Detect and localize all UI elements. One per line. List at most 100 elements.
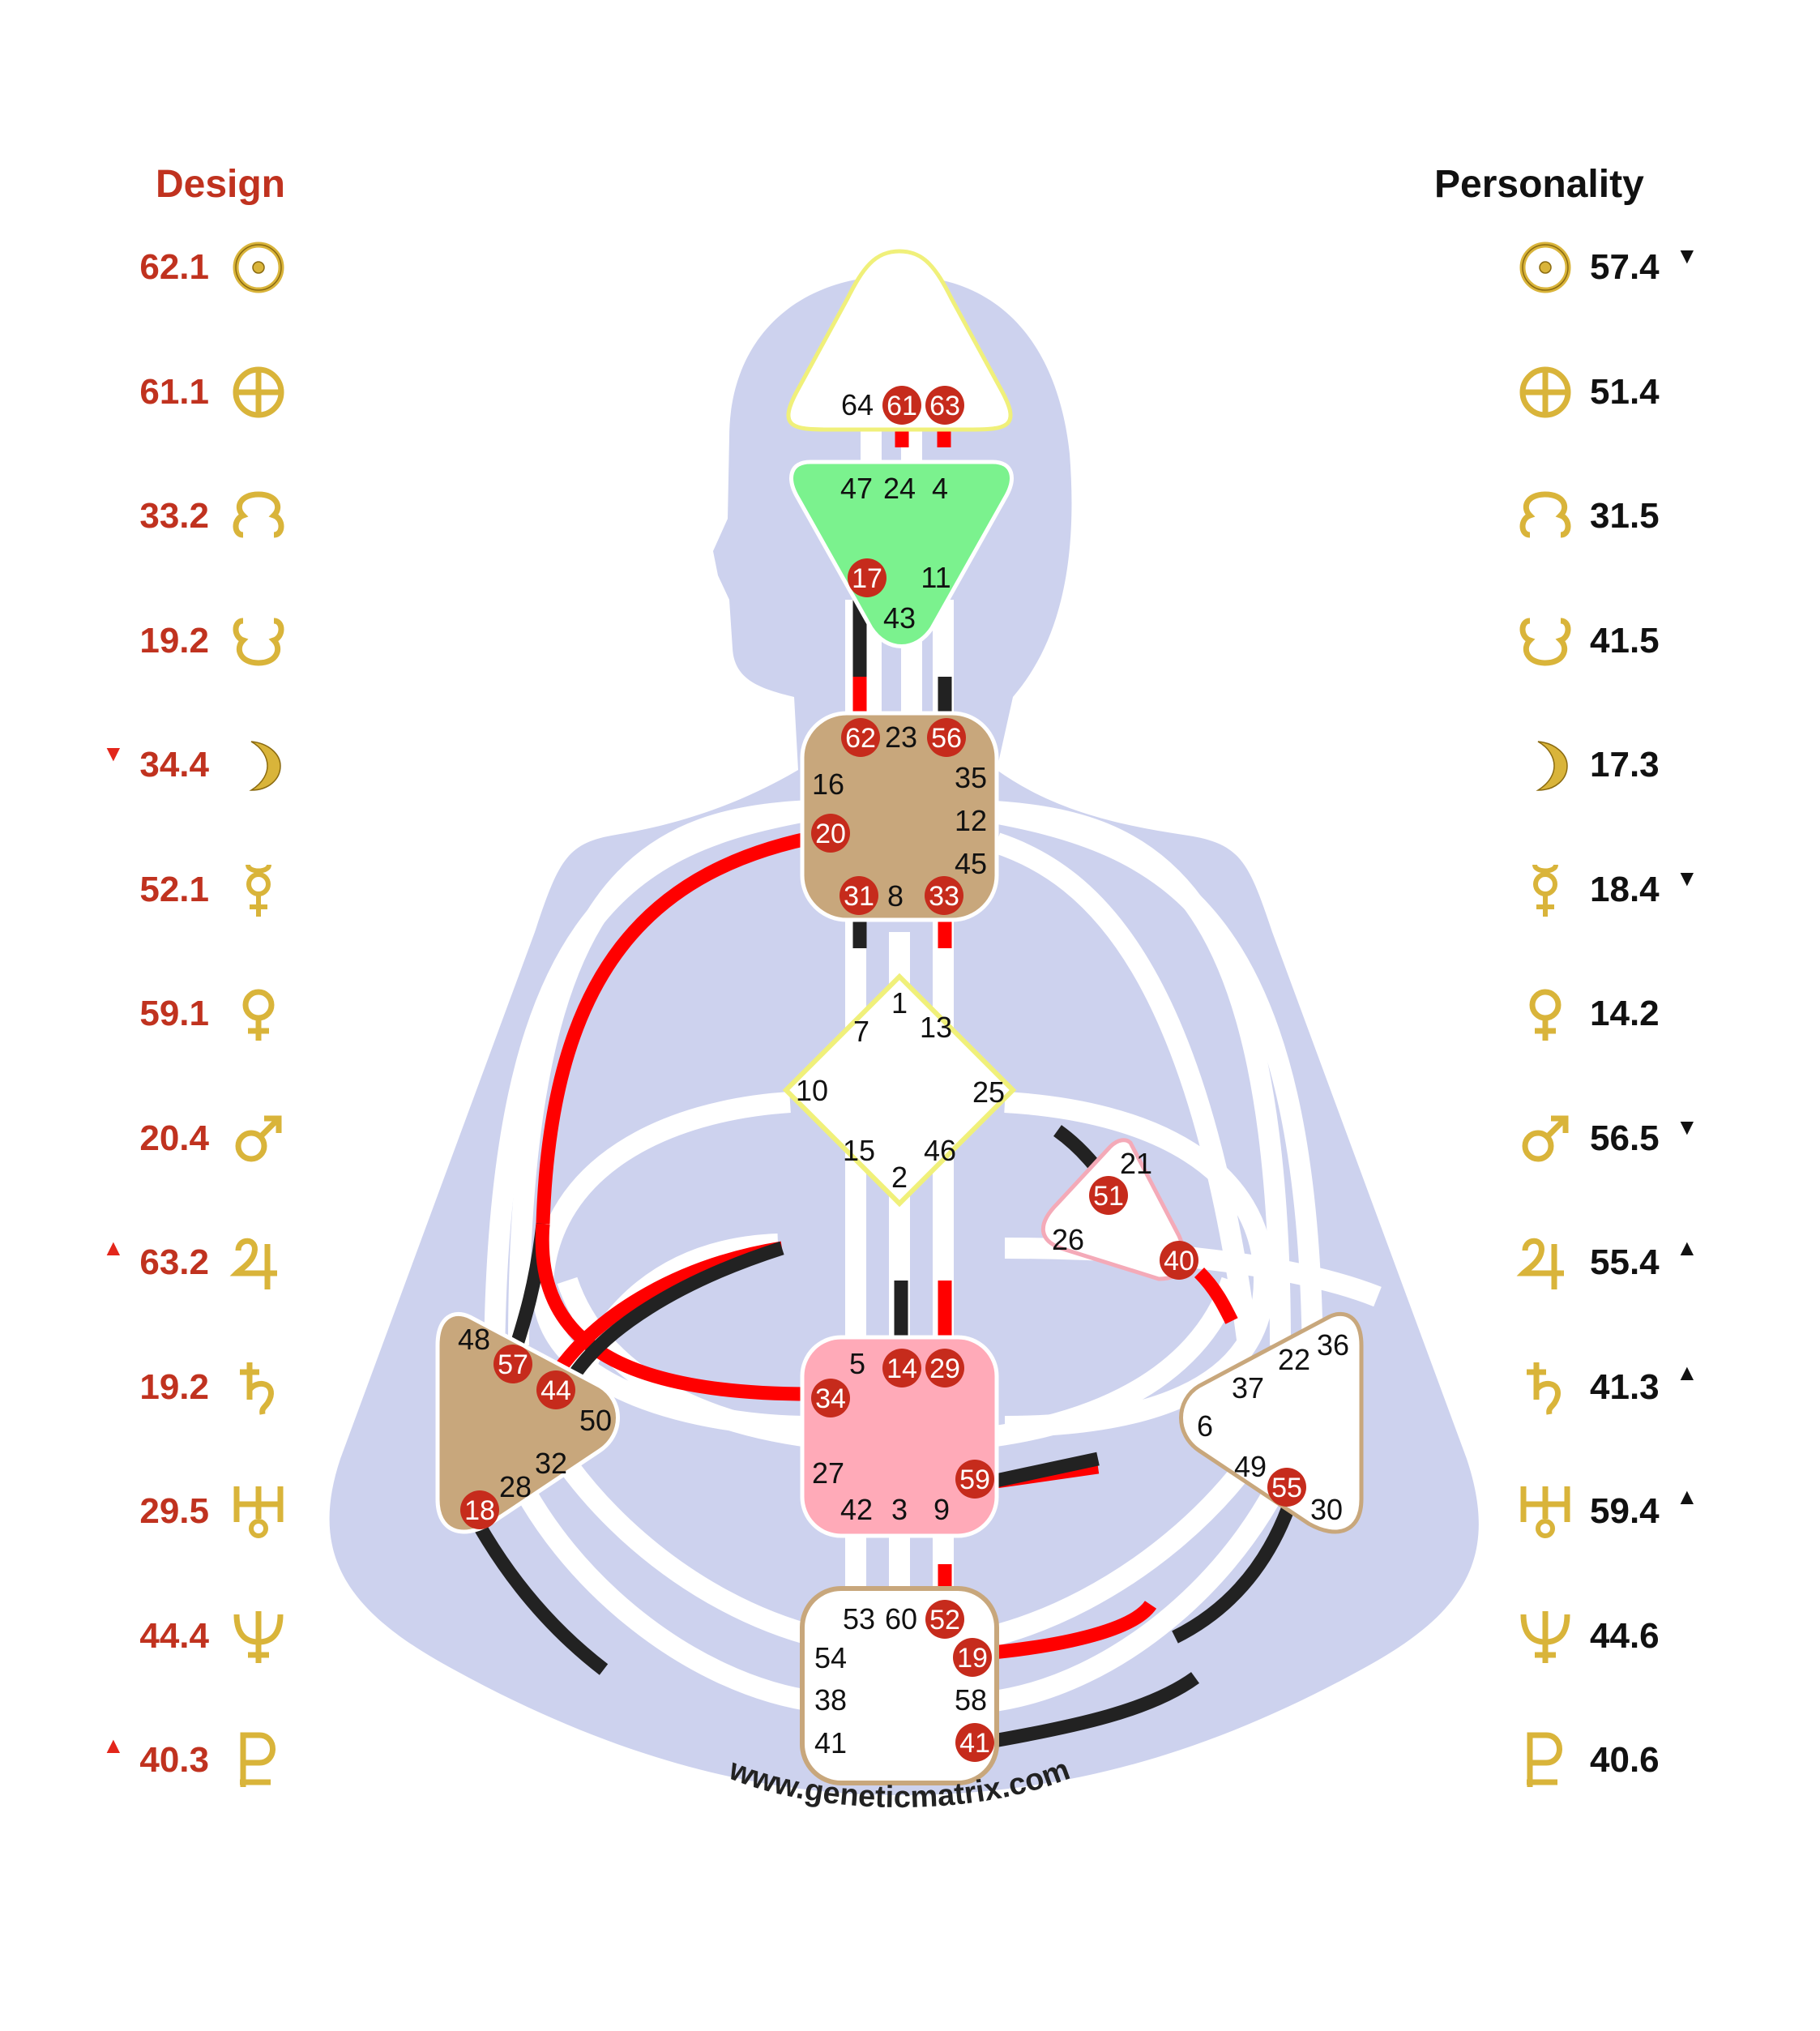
gate-26: 26 [1052, 1223, 1084, 1256]
active-gate-20: 20 [811, 814, 850, 853]
gate-30: 30 [1310, 1493, 1343, 1526]
svg-text:63: 63 [929, 391, 960, 421]
pers-value-earth: 51.4 [1590, 371, 1660, 412]
design-row-pluto: 40.3▲ [0, 1728, 1820, 1793]
design-row-jupiter: 63.2 ▲ [0, 1230, 1820, 1295]
active-channels [472, 425, 1295, 1750]
gate-42: 42 [840, 1493, 873, 1526]
svg-text:29: 29 [929, 1353, 960, 1384]
design-row-venus: 59.1 [0, 981, 1820, 1046]
design-row-south-node: 19.2 [0, 609, 1820, 673]
gate-labels: 64 47 24 4 11 43 23 16 35 12 45 8 1 7 13… [458, 388, 1349, 1759]
saturn-icon [240, 1362, 274, 1415]
svg-text:14: 14 [887, 1353, 917, 1384]
svg-text:57: 57 [498, 1349, 528, 1380]
svg-text:62: 62 [845, 723, 876, 754]
gate-16: 16 [812, 768, 844, 801]
pers-arrow-jupiter: ▲ [1676, 1235, 1698, 1260]
design-value-sun: 62.1 [139, 247, 209, 287]
earth-icon [1519, 366, 1571, 417]
active-gate-41: 41 [955, 1723, 994, 1762]
design-row-mercury: 52.1 [0, 857, 1820, 922]
venus-icon [1529, 989, 1562, 1041]
design-value-jupiter: 63.2 [139, 1242, 209, 1282]
gate-45: 45 [955, 847, 987, 880]
pers-value-south-node: 41.5 [1590, 620, 1660, 661]
pers-value-saturn: 41.3 [1590, 1366, 1660, 1407]
pers-value-venus: 14.2 [1590, 994, 1660, 1033]
pers-row-earth: 51.4 [0, 360, 1820, 425]
gate-25: 25 [972, 1075, 1005, 1109]
svg-text:55: 55 [1271, 1473, 1302, 1503]
pers-arrow-saturn: ▲ [1676, 1359, 1698, 1385]
gate-12: 12 [955, 804, 987, 837]
active-gate-29: 29 [925, 1349, 964, 1387]
design-value-mercury: 52.1 [139, 869, 209, 909]
active-gate-17: 17 [848, 558, 887, 597]
jupiter-icon [229, 1238, 277, 1289]
active-gate-61: 61 [882, 386, 921, 425]
gate-22: 22 [1278, 1343, 1310, 1376]
design-row-moon: 34.4▼ [0, 733, 1820, 797]
design-title: Design [155, 163, 285, 206]
pers-row-south-node: 41.5 [0, 609, 1820, 673]
pers-value-mars: 56.5 [1590, 1118, 1660, 1158]
gate-6: 6 [1197, 1409, 1213, 1443]
pers-value-uranus: 59.4 [1590, 1491, 1660, 1531]
gate-8: 8 [887, 879, 904, 913]
pers-row-mercury: 18.4▼ [0, 857, 1820, 922]
moon-icon [249, 741, 281, 791]
active-gate-40: 40 [1160, 1241, 1198, 1280]
pers-row-venus: 14.2 [0, 981, 1820, 1046]
pers-value-moon: 17.3 [1590, 745, 1660, 785]
spleen-center [435, 1311, 620, 1534]
gate-53: 53 [843, 1602, 875, 1635]
active-gate-55: 55 [1267, 1468, 1306, 1507]
sun-icon [1519, 242, 1571, 293]
pers-value-neptune: 44.6 [1590, 1615, 1660, 1656]
gate-2: 2 [891, 1161, 908, 1194]
svg-text:34: 34 [815, 1383, 846, 1414]
pers-row-moon: 17.3 [0, 733, 1820, 797]
gate-37: 37 [1232, 1371, 1264, 1405]
gate-39: 58 [955, 1683, 987, 1717]
gate-5: 5 [849, 1347, 865, 1380]
pers-row-pluto: 40.6 [0, 1728, 1820, 1793]
gate-32: 32 [535, 1447, 567, 1480]
svg-text:59: 59 [959, 1464, 990, 1495]
north-node-icon [233, 491, 284, 538]
active-gate-57: 57 [493, 1345, 532, 1383]
svg-text:18: 18 [464, 1495, 495, 1526]
pers-row-neptune: 44.6 [0, 1604, 1820, 1669]
pers-row-jupiter: 55.4▲ [0, 1230, 1820, 1295]
pluto-icon [240, 1732, 276, 1787]
pers-row-saturn: 41.3 ▲ [0, 1355, 1820, 1420]
design-row-saturn: 19.2 [0, 1355, 1820, 1420]
design-value-mars: 20.4 [139, 1118, 209, 1158]
gate-4: 4 [932, 472, 948, 505]
svg-text:33: 33 [929, 881, 959, 912]
svg-text:51: 51 [1093, 1181, 1124, 1212]
gate-9: 9 [933, 1493, 950, 1526]
personality-title: Personality [1434, 163, 1644, 206]
gate-1: 1 [891, 986, 908, 1020]
moon-icon [1536, 741, 1568, 791]
mars-icon [1522, 1115, 1569, 1161]
venus-icon [242, 989, 275, 1041]
active-gate-59: 59 [955, 1460, 994, 1499]
design-arrow-pluto: ▲ [102, 1733, 125, 1758]
active-gate-44: 44 [536, 1370, 575, 1409]
active-gate-51: 51 [1089, 1176, 1128, 1215]
design-row-sun: 62.1 [0, 235, 1820, 300]
svg-text:31: 31 [844, 881, 874, 912]
activated-gates: 61 63 17 62 56 20 31 33 51 40 57 44 18 1… [460, 386, 1306, 1762]
svg-text:17: 17 [852, 563, 882, 594]
active-gate-52: 52 [925, 1600, 964, 1639]
design-value-earth: 61.1 [139, 371, 209, 412]
head-center [786, 249, 1013, 432]
gate-43: 43 [883, 601, 916, 635]
active-gate-34: 34 [811, 1379, 850, 1417]
pers-arrow-sun: ▼ [1676, 243, 1698, 268]
pers-row-uranus: 59.4▲ [0, 1479, 1820, 1544]
gate-23: 23 [885, 720, 917, 754]
